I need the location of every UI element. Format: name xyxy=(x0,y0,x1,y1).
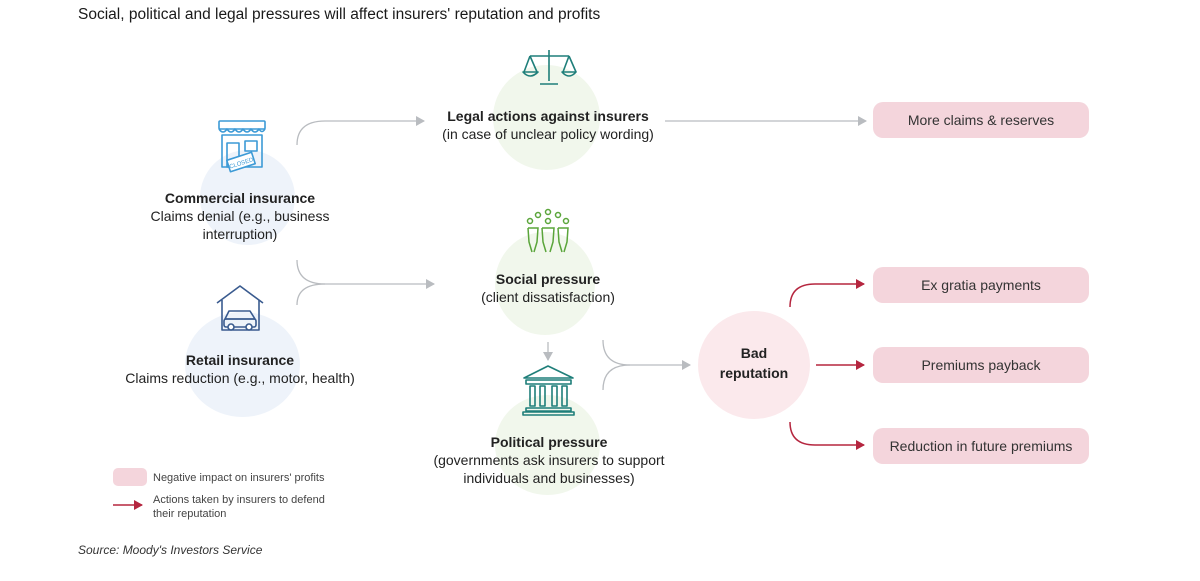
outcome-ex-gratia: Ex gratia payments xyxy=(873,267,1089,303)
legend-actions-line2: their reputation xyxy=(153,508,227,520)
arrow-retail-to-social xyxy=(296,283,326,306)
bad-reputation-circle xyxy=(698,311,810,419)
legal-halo xyxy=(493,65,600,170)
outcome-premiums-payback: Premiums payback xyxy=(873,347,1089,383)
arrow-commercial-to-social xyxy=(296,259,435,289)
commercial-detail: Claims denial (e.g., business interrupti… xyxy=(150,208,330,242)
retail-detail: Claims reduction (e.g., motor, health) xyxy=(125,370,355,386)
legend-negative-impact: Negative impact on insurers' profits xyxy=(153,472,325,484)
arrow-social-to-reputation xyxy=(602,339,691,370)
legal-actions-node: Legal actions against insurers (in case … xyxy=(418,107,678,143)
retail-heading: Retail insurance xyxy=(185,352,295,368)
legal-heading: Legal actions against insurers xyxy=(447,108,649,124)
arrow-commercial-to-legal xyxy=(296,116,425,146)
arrow-political-to-reputation xyxy=(602,364,631,391)
political-heading: Political pressure xyxy=(490,434,608,450)
legal-detail: (in case of unclear policy wording) xyxy=(442,126,654,142)
source-note: Source: Moody's Investors Service xyxy=(78,543,263,557)
social-pressure-node: Social pressure (client dissatisfaction) xyxy=(438,270,658,306)
political-detail-line2: individuals and businesses) xyxy=(463,470,635,486)
red-arrow-ex-gratia xyxy=(789,279,865,308)
bad-reputation-line2: reputation xyxy=(719,365,789,381)
bad-reputation-label: Bad reputation xyxy=(698,343,810,383)
government-building-icon xyxy=(522,365,575,416)
social-heading: Social pressure xyxy=(495,271,601,287)
legend-actions: Actions taken by insurers to defend thei… xyxy=(153,493,325,521)
outcome-more-claims: More claims & reserves xyxy=(873,102,1089,138)
crowd-icon xyxy=(526,208,570,253)
scales-icon xyxy=(522,50,577,85)
outcome-future-premiums: Reduction in future premiums xyxy=(873,428,1089,464)
political-detail-line1: (governments ask insurers to support xyxy=(433,452,665,468)
red-arrow-future-premiums xyxy=(789,421,865,450)
social-detail: (client dissatisfaction) xyxy=(481,289,615,305)
legend-pink-swatch xyxy=(113,468,147,486)
closed-shop-icon: CLOSED xyxy=(218,120,266,173)
commercial-insurance-node: Commercial insurance Claims denial (e.g.… xyxy=(120,189,360,243)
house-car-icon xyxy=(216,285,264,331)
legend-actions-line1: Actions taken by insurers to defend xyxy=(153,494,325,506)
page-title: Social, political and legal pressures wi… xyxy=(78,6,601,23)
commercial-heading: Commercial insurance xyxy=(164,190,316,206)
bad-reputation-line1: Bad xyxy=(740,345,768,361)
political-pressure-node: Political pressure (governments ask insu… xyxy=(418,433,680,487)
retail-insurance-node: Retail insurance Claims reduction (e.g.,… xyxy=(120,351,360,387)
